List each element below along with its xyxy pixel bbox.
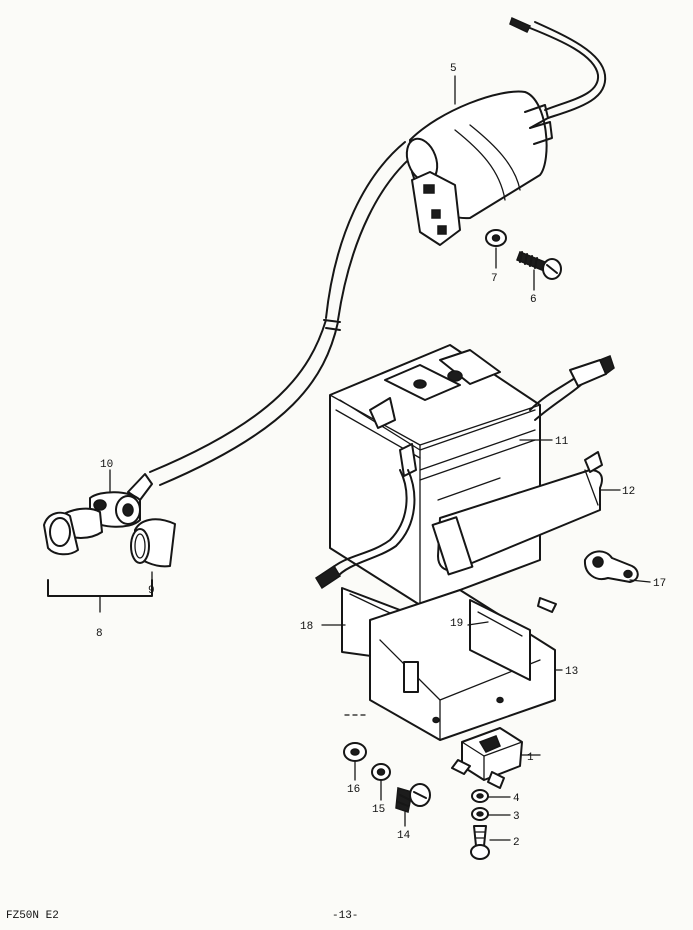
callout-17: 17 bbox=[653, 578, 666, 590]
ht-lead-upper-2 bbox=[325, 141, 406, 319]
ht-lead-upper bbox=[337, 149, 421, 321]
ht-lead-lower-2 bbox=[149, 319, 327, 473]
page-number: -13- bbox=[332, 910, 358, 922]
callout-8: 8 bbox=[96, 628, 103, 640]
washer-7 bbox=[485, 229, 507, 247]
ignition-coil bbox=[149, 16, 607, 486]
terminal-clamp-17 bbox=[583, 550, 639, 583]
coil-bracket bbox=[411, 171, 461, 246]
callout-6: 6 bbox=[530, 294, 537, 306]
callout-3: 3 bbox=[513, 811, 520, 823]
callout-19: 19 bbox=[450, 618, 463, 630]
callout-16: 16 bbox=[347, 784, 360, 796]
callout-11: 11 bbox=[555, 436, 569, 448]
callout-15: 15 bbox=[372, 804, 385, 816]
battery-lead-connector bbox=[569, 359, 607, 387]
primary-connector bbox=[509, 16, 532, 33]
assembly-bracket-8 bbox=[47, 579, 153, 597]
screw-2 bbox=[470, 825, 490, 860]
washer-16 bbox=[343, 742, 367, 762]
nut-4 bbox=[471, 789, 489, 803]
vent-tube bbox=[329, 469, 408, 571]
washer-15 bbox=[371, 763, 391, 781]
primary-wire bbox=[529, 27, 600, 111]
model-code: FZ50N E2 bbox=[6, 910, 59, 922]
callout-9: 9 bbox=[148, 585, 155, 597]
leader-lines bbox=[109, 75, 651, 841]
callout-18: 18 bbox=[300, 621, 313, 633]
battery-band bbox=[431, 451, 603, 576]
tray-side-19 bbox=[469, 599, 531, 681]
spark-plug-cap bbox=[43, 473, 153, 556]
ht-lead-lower bbox=[159, 321, 339, 486]
callout-5: 5 bbox=[450, 63, 457, 75]
screw-14 bbox=[395, 783, 431, 813]
washer-3 bbox=[471, 807, 489, 821]
callout-13: 13 bbox=[565, 666, 578, 678]
callout-12: 12 bbox=[622, 486, 635, 498]
fuse-holder-1 bbox=[451, 727, 523, 789]
callout-7: 7 bbox=[491, 273, 498, 285]
bolt-6 bbox=[516, 251, 562, 280]
callout-10: 10 bbox=[100, 459, 113, 471]
callout-2: 2 bbox=[513, 837, 520, 849]
cap-seal-9 bbox=[130, 518, 176, 568]
callouts: 1 2 3 4 5 6 7 8 9 10 11 12 13 14 15 16 1… bbox=[96, 63, 666, 849]
callout-4: 4 bbox=[513, 793, 520, 805]
callout-1: 1 bbox=[527, 752, 534, 764]
battery-tray bbox=[344, 589, 557, 741]
callout-14: 14 bbox=[397, 830, 411, 842]
